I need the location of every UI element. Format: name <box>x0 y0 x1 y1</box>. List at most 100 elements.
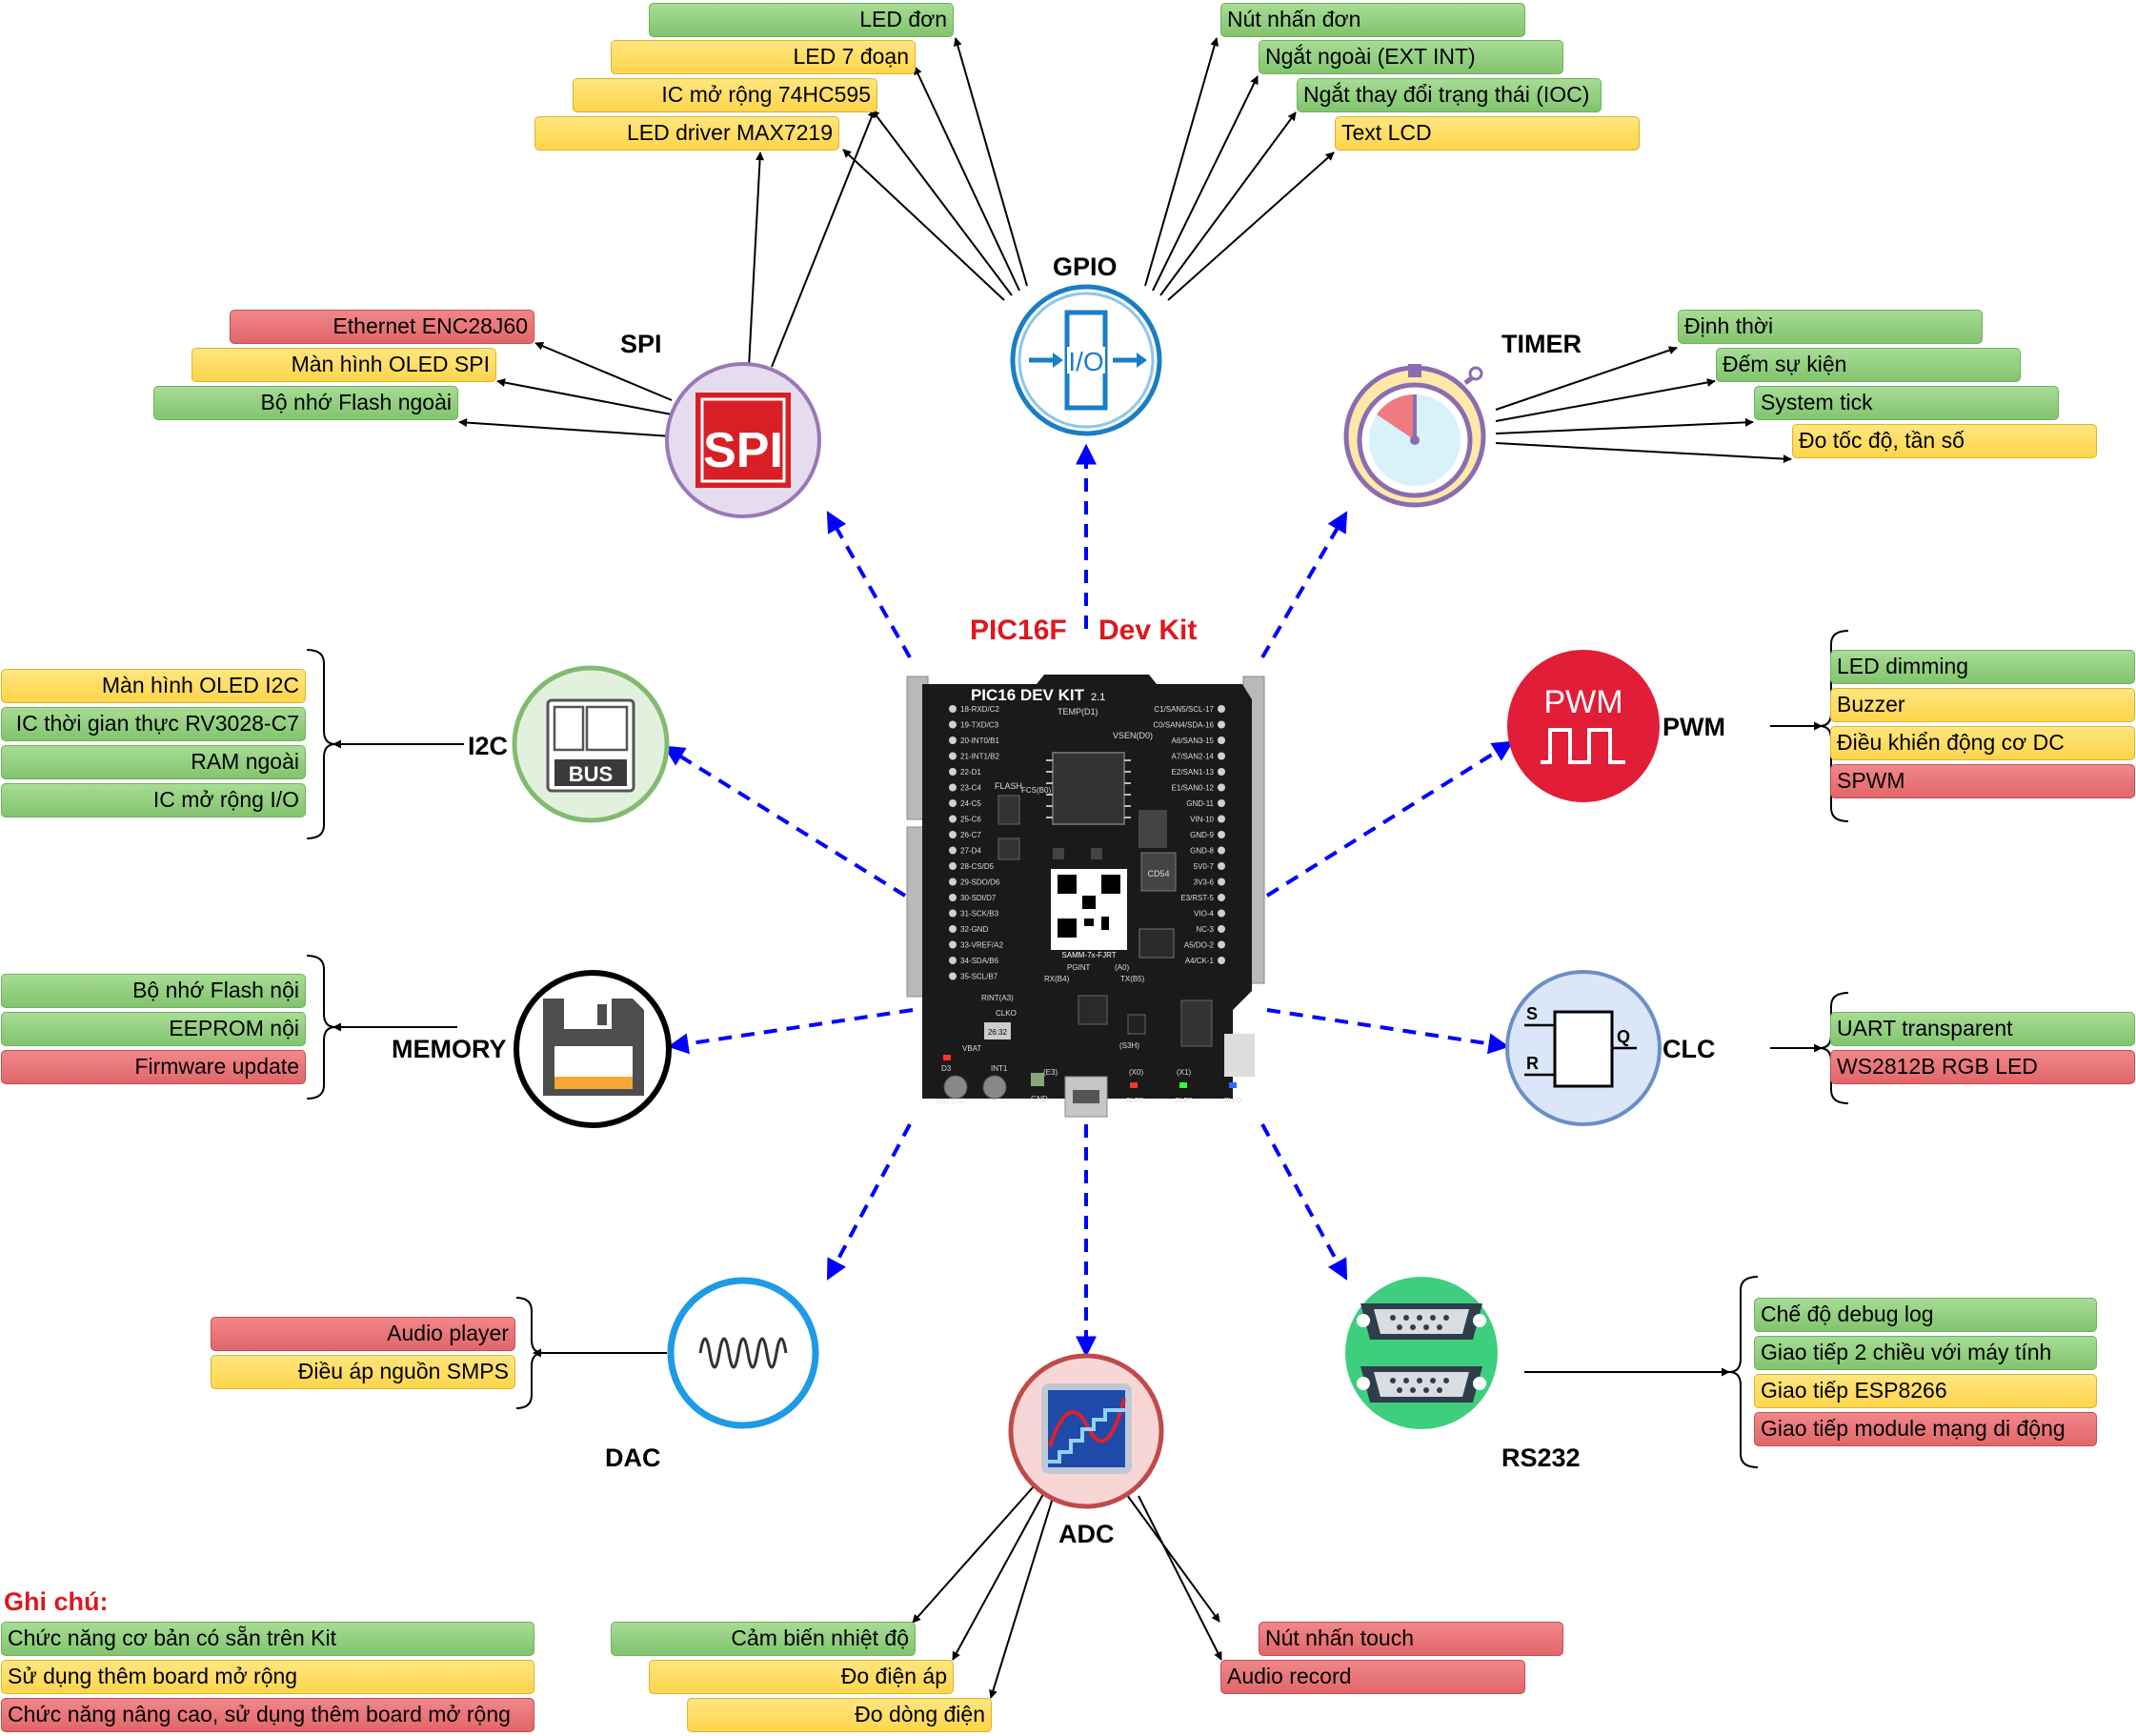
pin-label: GND-9 <box>1190 831 1214 839</box>
svg-text:TEMP(D1): TEMP(D1) <box>1058 707 1098 717</box>
svg-text:FLASH: FLASH <box>995 781 1022 791</box>
pwm-item[interactable]: SPWM <box>1830 764 2135 798</box>
pwm-item[interactable]: Điều khiển động cơ DC <box>1830 726 2135 760</box>
pin-label: A7/SAN2-14 <box>1172 753 1215 761</box>
dac-item[interactable]: Điều áp nguồn SMPS <box>211 1355 515 1389</box>
clc-item[interactable]: UART transparent <box>1830 1012 2135 1046</box>
spi-item[interactable]: Màn hình OLED SPI <box>191 348 496 382</box>
rs232-item[interactable]: Chế độ debug log <box>1754 1298 2097 1332</box>
stopwatch-icon[interactable] <box>1343 364 1486 508</box>
pin-label: 24-C5 <box>960 799 981 808</box>
io-icon[interactable]: I/O <box>1010 284 1162 436</box>
svg-text:(A0): (A0) <box>1115 963 1129 972</box>
pin-dot <box>1218 878 1225 886</box>
adc-item[interactable]: Nút nhấn touch <box>1259 1622 1563 1656</box>
svg-text:TX(B5): TX(B5) <box>1120 975 1145 983</box>
rs232-item[interactable]: Giao tiếp module mạng di động <box>1754 1412 2097 1446</box>
pin-label: 26-C7 <box>960 831 981 839</box>
timer-item[interactable]: Đo tốc độ, tần số <box>1792 424 2097 458</box>
gpio-item[interactable]: LED đơn <box>649 3 954 37</box>
pin-dot <box>949 862 957 870</box>
pin-label: 30-SDI/D7 <box>960 894 997 902</box>
pin-dot <box>949 737 957 744</box>
memory-item[interactable]: EEPROM nội <box>1 1012 306 1046</box>
svg-text:Q: Q <box>1617 1027 1630 1046</box>
pin-label: A6/SAN3-15 <box>1172 737 1215 745</box>
gpio-item[interactable]: Ngắt ngoài (EXT INT) <box>1259 40 1563 74</box>
right-pin-labels: C1/SAN5/SCL-17C0/SAN4/SDA-16A6/SAN3-15A7… <box>1153 705 1225 965</box>
dac-item[interactable]: Audio player <box>211 1317 515 1351</box>
gpio-item[interactable]: Ngắt thay đổi trạng thái (IOC) <box>1297 78 1602 112</box>
pwm-icon[interactable]: PWM <box>1507 650 1660 802</box>
pin-dot <box>949 752 957 760</box>
pin-dot <box>1218 846 1225 855</box>
pwm-item[interactable]: Buzzer <box>1830 688 2135 722</box>
pin-dot <box>1218 720 1225 729</box>
svg-text:CD54: CD54 <box>1147 869 1169 878</box>
pin-dot <box>949 972 957 980</box>
gpio-item[interactable]: LED 7 đoạn <box>611 40 916 74</box>
module-label-i2c: I2C <box>468 732 509 760</box>
pin-label: C0/SAN4/SDA-16 <box>1153 721 1214 730</box>
pin-dot <box>949 783 957 792</box>
adc-item[interactable]: Đo điện áp <box>649 1660 954 1694</box>
feature-arrows <box>332 37 1823 1699</box>
connector-clc <box>1266 1008 1510 1055</box>
brackets <box>306 630 1849 1468</box>
rs232-item[interactable]: Giao tiếp 2 chiều với máy tính <box>1754 1336 2097 1370</box>
connector-i2c <box>663 745 907 898</box>
pin-dot <box>949 846 957 855</box>
bracket-pwm <box>1819 630 1849 822</box>
svg-text:GND: GND <box>1031 1095 1048 1103</box>
pwm-item[interactable]: LED dimming <box>1830 650 2135 684</box>
pin-label: NC-3 <box>1196 925 1214 934</box>
adc-item[interactable]: Cảm biến nhiệt độ <box>611 1622 916 1656</box>
spi-icon[interactable]: SPI <box>665 362 821 518</box>
spi-item[interactable]: Bộ nhớ Flash ngoài <box>153 386 458 420</box>
memory-item[interactable]: Bộ nhớ Flash nội <box>1 974 306 1008</box>
i2c-item[interactable]: RAM ngoài <box>1 745 306 779</box>
pin-dot <box>1218 940 1225 949</box>
bracket-dac <box>515 1297 544 1409</box>
pin-dot <box>949 831 957 838</box>
pin-label: 23-C4 <box>960 784 981 793</box>
spi-item[interactable]: Ethernet ENC28J60 <box>230 310 534 344</box>
pin-dot <box>1218 957 1225 964</box>
memory-item[interactable]: Firmware update <box>1 1050 306 1084</box>
timer-item[interactable]: Định thời <box>1678 310 1983 344</box>
timer-item[interactable]: Đếm sự kiện <box>1716 348 2021 382</box>
dev-board[interactable]: PIC16 DEV KIT 2.1 TEMP(D1) VSEN(D0) FLAS… <box>906 675 1265 1118</box>
pin-dot <box>949 705 957 713</box>
svg-text:RINT(A3): RINT(A3) <box>981 994 1014 1002</box>
rs232-item[interactable]: Giao tiếp ESP8266 <box>1754 1374 2097 1408</box>
i2c-item[interactable]: IC thời gian thực RV3028-C7 <box>1 707 306 741</box>
adc-item[interactable]: Audio record <box>1220 1660 1525 1694</box>
pin-dot <box>1218 783 1225 792</box>
gpio-item[interactable]: LED driver MAX7219 <box>534 116 839 151</box>
svg-text:DB1 (D3): DB1 (D3) <box>937 1099 964 1105</box>
svg-text:(X1): (X1) <box>1177 1068 1191 1077</box>
gpio-item[interactable]: IC mở rộng 74HC595 <box>573 78 877 112</box>
svg-text:PIC16 DEV KIT: PIC16 DEV KIT <box>971 686 1085 704</box>
svg-text:26:32: 26:32 <box>988 1028 1008 1037</box>
flipflop-icon[interactable]: S R Q <box>1505 970 1662 1126</box>
i2c-bus-icon[interactable]: BUS <box>512 665 670 823</box>
gpio-item[interactable]: Text LCD <box>1335 116 1640 151</box>
i2c-item[interactable]: IC mở rộng I/O <box>1 783 306 818</box>
gpio-item[interactable]: Nút nhấn đơn <box>1220 3 1525 37</box>
board-title-part2: Dev Kit <box>1098 615 1198 646</box>
svg-text:(S3H): (S3H) <box>1119 1041 1139 1050</box>
i2c-item[interactable]: Màn hình OLED I2C <box>1 669 306 703</box>
adc-item[interactable]: Đo dòng điện <box>687 1698 992 1732</box>
pin-label: 34-SDA/B6 <box>960 957 999 965</box>
serial-port-icon[interactable] <box>1345 1277 1498 1429</box>
timer-item[interactable]: System tick <box>1754 386 2059 420</box>
pin-label: 22-D1 <box>960 768 981 777</box>
svg-text:SPI: SPI <box>703 423 783 478</box>
clc-item[interactable]: WS2812B RGB LED <box>1830 1050 2135 1084</box>
adc-waveform-icon[interactable] <box>1008 1353 1164 1509</box>
pin-label: VIN-10 <box>1190 816 1214 824</box>
pin-dot <box>1218 894 1225 901</box>
floppy-disk-icon[interactable] <box>514 970 672 1128</box>
sine-wave-icon[interactable] <box>667 1277 819 1429</box>
